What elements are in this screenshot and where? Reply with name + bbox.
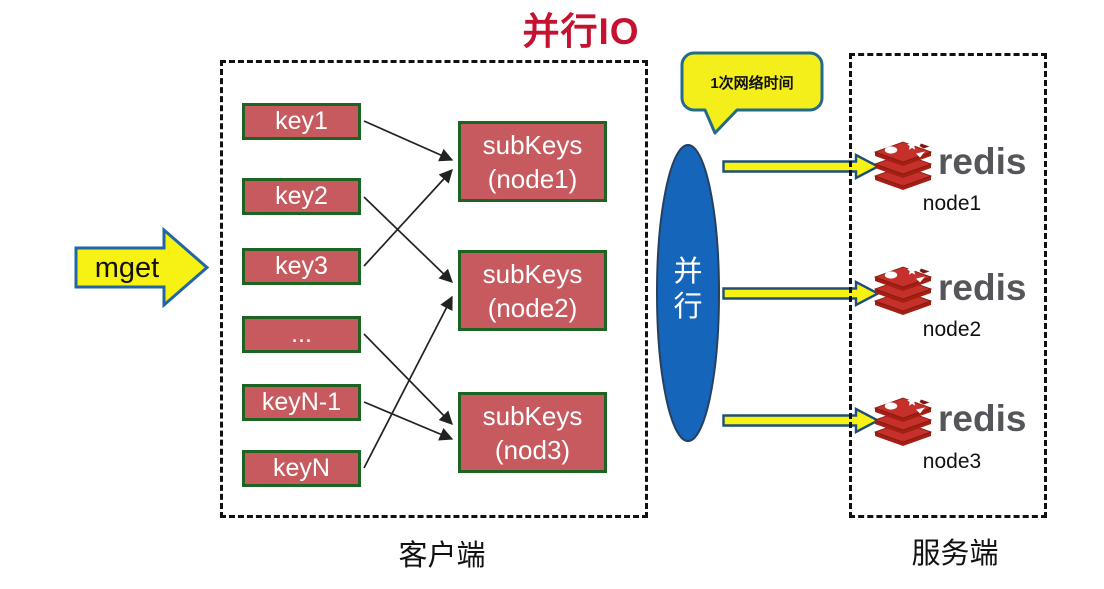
redis-wordmark: redis bbox=[938, 267, 1027, 308]
network-time-label: 1次网络时间 bbox=[710, 74, 794, 92]
redis-wordmark: redis bbox=[938, 398, 1027, 439]
key-box-n-1: keyN-1 bbox=[242, 384, 361, 421]
redis-node2-label: node2 bbox=[922, 318, 982, 341]
server-group-box bbox=[849, 53, 1047, 518]
subkeys-title: subKeys bbox=[482, 258, 583, 289]
parallel-label-top: 并 bbox=[673, 256, 703, 288]
redis-node1-label: node1 bbox=[922, 192, 982, 215]
network-arrow-node2 bbox=[722, 280, 880, 307]
key-label: keyN bbox=[273, 454, 330, 482]
key-box-3: key3 bbox=[242, 248, 361, 285]
redis-logo-icon bbox=[874, 396, 932, 446]
key-label: ... bbox=[291, 320, 312, 348]
network-time-bubble bbox=[680, 51, 824, 135]
subkeys-node: (node2) bbox=[487, 292, 578, 323]
subkeys-title: subKeys bbox=[482, 400, 583, 431]
diagram-title: 并行IO bbox=[522, 11, 640, 52]
subkeys-box-node2: subKeys (node2) bbox=[458, 250, 607, 331]
key-label: keyN-1 bbox=[261, 388, 342, 416]
key-label: key3 bbox=[275, 252, 328, 280]
parallel-label-bottom: 行 bbox=[673, 291, 703, 323]
redis-logo-icon bbox=[874, 265, 932, 315]
subkeys-title: subKeys bbox=[482, 129, 583, 160]
subkeys-node: (node1) bbox=[487, 163, 578, 194]
redis-wordmark: redis bbox=[938, 141, 1027, 182]
network-arrow-node3 bbox=[722, 407, 880, 434]
key-label: key1 bbox=[275, 107, 328, 135]
client-zone-label: 客户端 bbox=[398, 540, 486, 572]
redis-logo-icon bbox=[874, 140, 932, 190]
key-box-2: key2 bbox=[242, 178, 361, 215]
subkeys-box-node1: subKeys (node1) bbox=[458, 121, 607, 202]
mget-label: mget bbox=[94, 251, 160, 284]
key-box-1: key1 bbox=[242, 103, 361, 140]
subkeys-box-node3: subKeys (nod3) bbox=[458, 392, 607, 473]
server-zone-label: 服务端 bbox=[911, 538, 999, 570]
mget-arrow-shape bbox=[74, 227, 210, 309]
key-box-n: keyN bbox=[242, 450, 361, 487]
redis-node3-label: node3 bbox=[922, 450, 982, 473]
network-arrow-node1 bbox=[722, 153, 880, 180]
key-label: key2 bbox=[275, 182, 328, 210]
client-group-box bbox=[220, 60, 648, 518]
parallel-label: 并 行 bbox=[655, 255, 721, 325]
parallel-ellipse bbox=[656, 144, 720, 442]
subkeys-node: (nod3) bbox=[494, 434, 571, 465]
key-box-ellipsis: ... bbox=[242, 316, 361, 353]
